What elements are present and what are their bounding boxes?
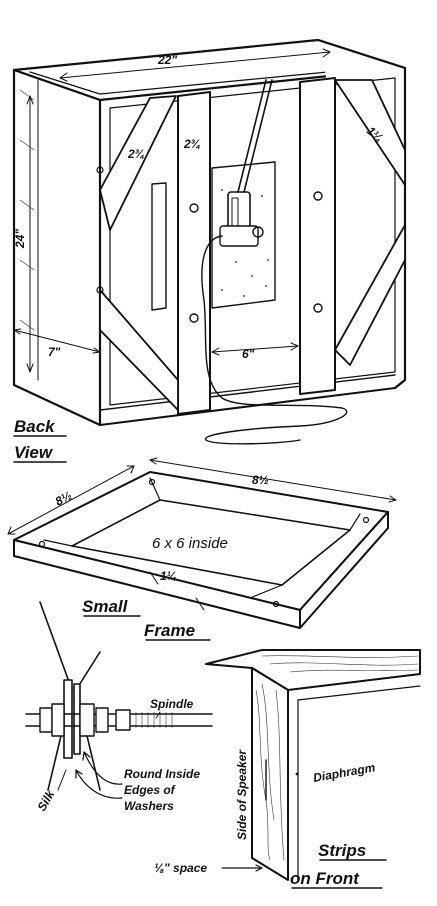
space-label: ⅛" space	[154, 861, 207, 875]
frame-inside-label: 6 x 6 inside	[152, 535, 228, 552]
washer-note-line2: Edges of	[124, 783, 176, 797]
silk-label: Silk	[34, 787, 57, 814]
side-of-speaker-label: Side of Speaker	[235, 749, 249, 840]
back-view-caption-line1: Back	[14, 417, 56, 436]
back-view-cabinet: 22" 24" 7" 2¾ 2¾ 1¼ 6" Back View	[12, 38, 407, 463]
drive-unit-icon	[219, 191, 264, 247]
frame-caption-line1: Small	[82, 597, 129, 616]
back-panel-dots	[221, 183, 269, 297]
dim-height-24: 24"	[13, 229, 27, 249]
washer-note-line3: Washers	[124, 799, 174, 813]
dim-depth-7: 7"	[48, 345, 61, 359]
frame-dim-width: 8½	[252, 473, 269, 487]
small-frame: 8½ 8½ 6 x 6 inside 1¼ Small Frame	[7, 457, 397, 641]
frame-strip-label: 1¼	[160, 569, 177, 583]
strips-caption-line1: Strips	[318, 841, 366, 860]
frame-caption-line2: Frame	[144, 621, 195, 640]
dim-width-22: 22"	[157, 53, 177, 67]
screw-icons	[96, 166, 323, 323]
dim-brace-center: 2¾	[183, 137, 201, 151]
strips-caption-line2: on Front	[290, 869, 360, 888]
dim-bottom-6: 6"	[242, 347, 255, 361]
dim-brace-left: 2¾	[127, 147, 145, 161]
frame-dim-depth: 8½	[53, 488, 74, 508]
washer-note-line1: Round Inside	[124, 767, 200, 781]
spindle-label: Spindle	[150, 697, 194, 711]
back-view-caption-line2: View	[14, 443, 54, 462]
diaphragm-label: Diaphragm	[312, 760, 376, 785]
